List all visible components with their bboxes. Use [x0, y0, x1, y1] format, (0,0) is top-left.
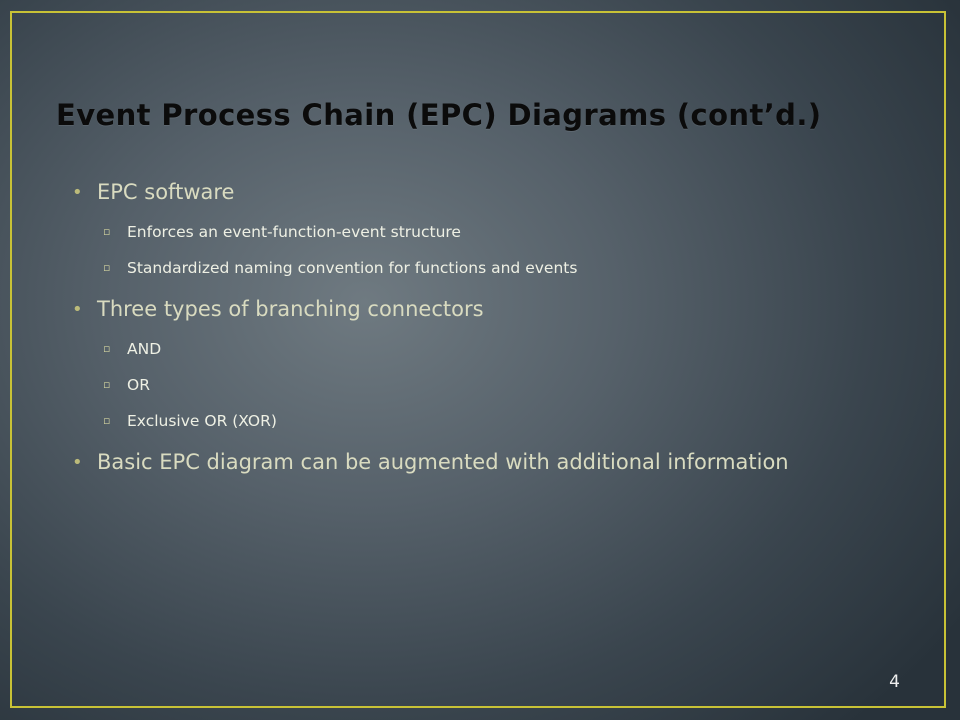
- bullet-dot-icon: •: [72, 182, 83, 203]
- sub-bullet-square-icon: ▫: [103, 261, 111, 274]
- slide-title: Event Process Chain (EPC) Diagrams (cont…: [56, 98, 822, 132]
- bullet-text: Three types of branching connectors: [97, 297, 484, 321]
- subbullet-naming-convention: ▫ Standardized naming convention for fun…: [72, 257, 832, 279]
- subbullet-text: Standardized naming convention for funct…: [127, 259, 578, 277]
- bullet-text: Basic EPC diagram can be augmented with …: [97, 450, 789, 474]
- subbullet-text: Exclusive OR (XOR): [127, 412, 277, 430]
- subbullet-text: Enforces an event-function-event structu…: [127, 223, 461, 241]
- bullet-basic-epc-augmented: • Basic EPC diagram can be augmented wit…: [72, 448, 832, 477]
- slide-body: • EPC software ▫ Enforces an event-funct…: [72, 178, 832, 477]
- sub-bullet-square-icon: ▫: [103, 225, 111, 238]
- sub-bullet-square-icon: ▫: [103, 342, 111, 355]
- sub-bullet-square-icon: ▫: [103, 378, 111, 391]
- subbullet-xor: ▫ Exclusive OR (XOR): [72, 410, 832, 432]
- subbullet-text: OR: [127, 376, 150, 394]
- page-number: 4: [889, 672, 900, 692]
- subbullet-or: ▫ OR: [72, 374, 832, 396]
- bullet-dot-icon: •: [72, 299, 83, 320]
- bullet-dot-icon: •: [72, 452, 83, 473]
- subbullet-event-function-event: ▫ Enforces an event-function-event struc…: [72, 221, 832, 243]
- bullet-text: EPC software: [97, 180, 235, 204]
- sub-bullet-square-icon: ▫: [103, 414, 111, 427]
- subbullet-text: AND: [127, 340, 162, 358]
- bullet-epc-software: • EPC software: [72, 178, 832, 207]
- subbullet-and: ▫ AND: [72, 338, 832, 360]
- bullet-branching-connectors: • Three types of branching connectors: [72, 295, 832, 324]
